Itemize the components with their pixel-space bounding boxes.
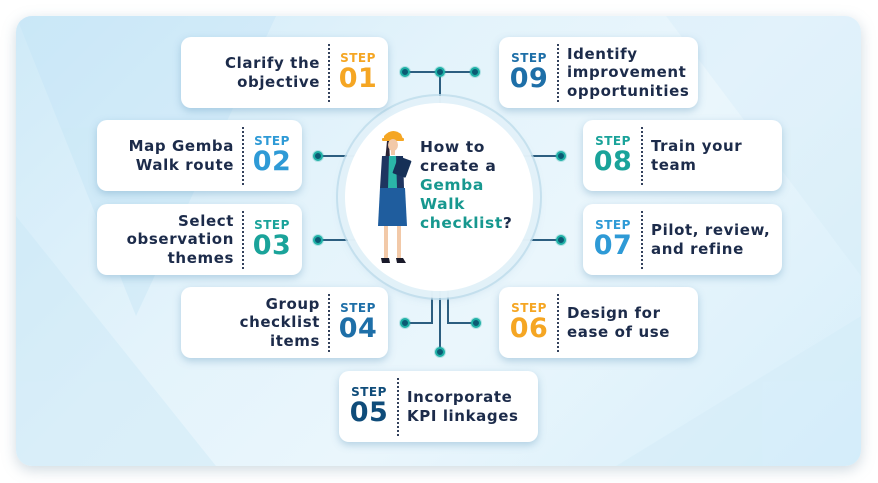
connector-06 [447, 322, 476, 324]
connector-04 [405, 322, 433, 324]
title-line-5: checklist [420, 214, 503, 232]
connector-02 [318, 155, 358, 157]
dotted-divider [328, 293, 330, 352]
dotted-divider [557, 293, 559, 352]
connector-05-stem [439, 288, 441, 352]
title-line-1: How to [420, 138, 485, 156]
inspector-woman-illustration [378, 130, 412, 263]
center-circle [345, 103, 533, 291]
connector-08 [520, 155, 561, 157]
dotted-divider [641, 126, 643, 185]
title-qmark: ? [502, 214, 513, 232]
dotted-divider [242, 126, 244, 185]
dotted-divider [328, 43, 330, 102]
dotted-divider [242, 210, 244, 269]
connector-top-stem [439, 72, 441, 106]
connector-dot-09 [470, 67, 480, 77]
connector-dot-07 [556, 235, 566, 245]
title-line-3: Gemba [420, 176, 484, 194]
connector-04-stem [431, 288, 433, 323]
connector-dot-06 [471, 318, 481, 328]
connector-dot-05 [435, 347, 445, 357]
dotted-divider [397, 377, 399, 436]
title-line-2: create a [420, 157, 497, 175]
connector-dot-08 [556, 151, 566, 161]
dotted-divider [557, 43, 559, 102]
dotted-divider [641, 210, 643, 269]
connector-07 [520, 239, 561, 241]
connector-03 [318, 239, 358, 241]
connector-dot-01 [400, 67, 410, 77]
step-text: Pilot, review,and refine [651, 221, 771, 258]
title-line-4: Walk [420, 195, 466, 213]
connector-dot-02 [313, 151, 323, 161]
connector-dot-center-top [435, 67, 445, 77]
connector-dot-03 [313, 235, 323, 245]
center-title: How to create a Gemba Walk checklist? [420, 138, 513, 233]
connector-dot-04 [400, 318, 410, 328]
connector-06-stem [447, 288, 449, 323]
